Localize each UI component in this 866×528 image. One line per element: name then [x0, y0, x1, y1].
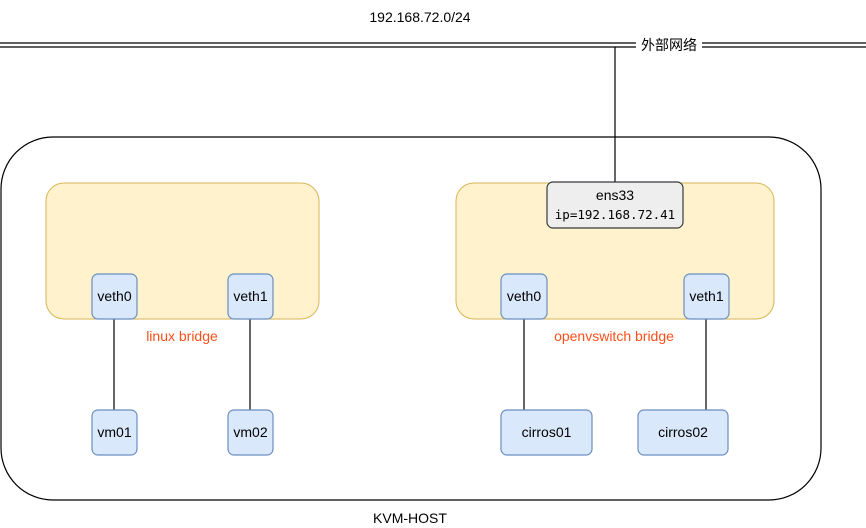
ens33-interface[interactable]: ens33 ip=192.168.72.41 — [546, 181, 684, 229]
vm-cirros02[interactable]: cirros02 — [637, 409, 729, 456]
linux-bridge[interactable] — [45, 182, 320, 320]
vm-label: cirros02 — [658, 424, 708, 440]
ovs-port-veth0[interactable]: veth0 — [500, 273, 548, 320]
ens33-name: ens33 — [596, 187, 634, 203]
vm-cirros01[interactable]: cirros01 — [500, 409, 593, 456]
ovs-port-veth1[interactable]: veth1 — [683, 273, 730, 320]
external-network-label: 外部网络 — [641, 37, 697, 53]
ovs-bridge-label: openvswitch bridge — [554, 328, 674, 344]
vm-label: cirros01 — [522, 424, 572, 440]
vm-label: vm02 — [233, 424, 267, 440]
external-network-line — [0, 42, 866, 48]
vm-links — [113, 319, 707, 410]
linux-bridge-label: linux bridge — [146, 328, 218, 344]
port-label: veth1 — [689, 288, 723, 304]
ens33-ip: ip=192.168.72.41 — [555, 207, 675, 222]
kvm-host-label: KVM-HOST — [373, 510, 447, 526]
linux-port-veth0[interactable]: veth0 — [91, 273, 138, 320]
port-label: veth0 — [507, 288, 541, 304]
external-label-bg — [636, 36, 702, 54]
vm-vm02[interactable]: vm02 — [227, 409, 274, 456]
linux-port-veth1[interactable]: veth1 — [227, 273, 274, 320]
port-label: veth1 — [233, 288, 267, 304]
vm-label: vm01 — [97, 424, 131, 440]
port-label: veth0 — [97, 288, 131, 304]
subnet-label: 192.168.72.0/24 — [369, 9, 470, 25]
vm-vm01[interactable]: vm01 — [91, 409, 138, 456]
